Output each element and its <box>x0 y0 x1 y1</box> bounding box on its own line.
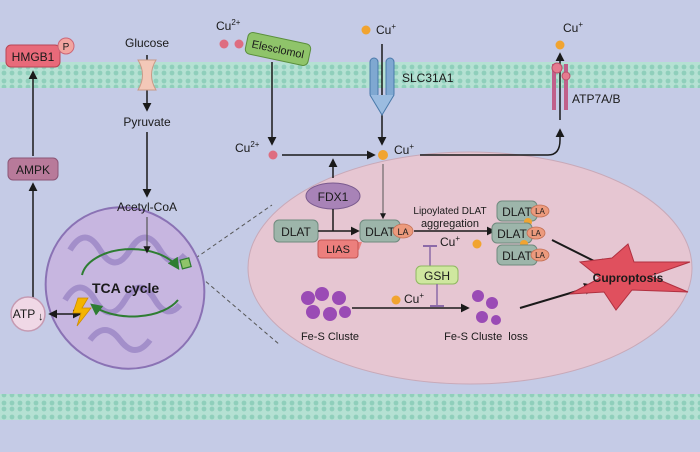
atp7ab-label: ATP7A/B <box>572 92 620 106</box>
glucose-label: Glucose <box>125 36 169 50</box>
cu-inner-label: Cu+ <box>440 234 460 249</box>
pyruvate-label: Pyruvate <box>123 115 171 129</box>
cu-fes-label: Cu+ <box>404 291 424 306</box>
cu2-ion-top-2 <box>234 39 244 49</box>
atp-decrease-arrow: ↓ <box>38 311 44 323</box>
cu-export-label: Cu+ <box>563 20 583 35</box>
svg-text:LIAS: LIAS <box>326 244 350 256</box>
svg-text:DLAT: DLAT <box>365 225 395 239</box>
fes-cluster-icon <box>301 287 351 321</box>
svg-text:Cuproptosis: Cuproptosis <box>593 271 664 285</box>
acetyl-coa-label: Acetyl-CoA <box>117 200 177 214</box>
svg-text:AMPK: AMPK <box>16 163 50 177</box>
plasma-membrane-bottom <box>0 394 700 420</box>
svg-text:GSH: GSH <box>424 269 450 283</box>
fes-cluster-label: Fe-S Cluste <box>301 331 359 343</box>
svg-text:LA: LA <box>535 207 545 216</box>
cu-ion-fes <box>391 295 401 305</box>
cu-ion-export <box>555 40 565 50</box>
atp7ab-transporter-icon <box>551 62 571 110</box>
ampk-node: AMPK <box>7 157 59 181</box>
arrow-cu-export <box>420 128 565 156</box>
la-badge <box>392 223 414 239</box>
elesclomol-node: Elesclomol <box>244 32 312 66</box>
lightning-icon <box>72 297 92 327</box>
fdx1-marker-square <box>179 257 192 270</box>
cu-ion-top <box>361 25 371 35</box>
cu2-top-label: Cu2+ <box>216 18 241 33</box>
cu2-ion-mid <box>268 150 278 160</box>
svg-text:FDX1: FDX1 <box>318 190 349 204</box>
fes-loss-label: Fe-S Cluste loss <box>444 331 528 343</box>
svg-text:DLAT: DLAT <box>281 225 311 239</box>
svg-text:LA: LA <box>531 229 541 238</box>
slc31a1-transporter-icon <box>369 57 395 116</box>
hmgb1-node: HMGB1 P <box>5 37 75 68</box>
dlat-la-node: DLAT LA <box>359 219 414 243</box>
cu-ion-mid <box>378 150 388 160</box>
svg-text:DLAT: DLAT <box>497 227 527 241</box>
lipoylated-line1: Lipoylated DLAT <box>413 206 486 217</box>
phospho-badge <box>57 37 75 55</box>
cu-top-label: Cu+ <box>376 22 396 37</box>
fdx1-node: FDX1 <box>305 182 361 210</box>
atp-node: ATP ↓ <box>10 296 46 332</box>
gsh-node: GSH <box>415 265 459 285</box>
dlat-aggregate: DLAT LA DLAT LA DLAT LA <box>491 200 550 266</box>
mitochondrion: TCA cycle <box>44 206 206 370</box>
svg-text:HMGB1: HMGB1 <box>12 50 55 64</box>
glucose-transporter-icon <box>137 59 157 91</box>
lipoylated-line2: aggregation <box>421 218 479 230</box>
tca-cycle-arrow-lower <box>90 299 179 318</box>
cu2-mid-label: Cu2+ <box>235 140 260 155</box>
svg-text:LA: LA <box>535 251 545 260</box>
cu2-ion-top-1 <box>219 39 229 49</box>
zoom-line-top <box>189 204 273 263</box>
plasma-membrane-top <box>0 62 700 88</box>
lias-node: LIAS <box>317 239 362 259</box>
cu-ion-inner <box>472 239 482 249</box>
fes-loss-icon <box>472 290 501 325</box>
tca-cycle-arrow-upper <box>81 248 180 276</box>
svg-text:P: P <box>63 42 70 53</box>
svg-text:LA: LA <box>397 227 408 237</box>
cu-mid-label: Cu+ <box>394 142 414 157</box>
slc31a1-label: SLC31A1 <box>402 71 454 85</box>
zoom-line-bottom <box>189 267 281 346</box>
tca-cycle-label: TCA cycle <box>92 280 159 296</box>
svg-text:DLAT: DLAT <box>502 205 532 219</box>
svg-text:ATP: ATP <box>13 307 35 321</box>
dlat-node: DLAT <box>273 219 319 243</box>
cell-bubble <box>247 151 693 385</box>
cuproptosis-node: Cuproptosis <box>569 243 691 311</box>
svg-text:DLAT: DLAT <box>502 249 532 263</box>
